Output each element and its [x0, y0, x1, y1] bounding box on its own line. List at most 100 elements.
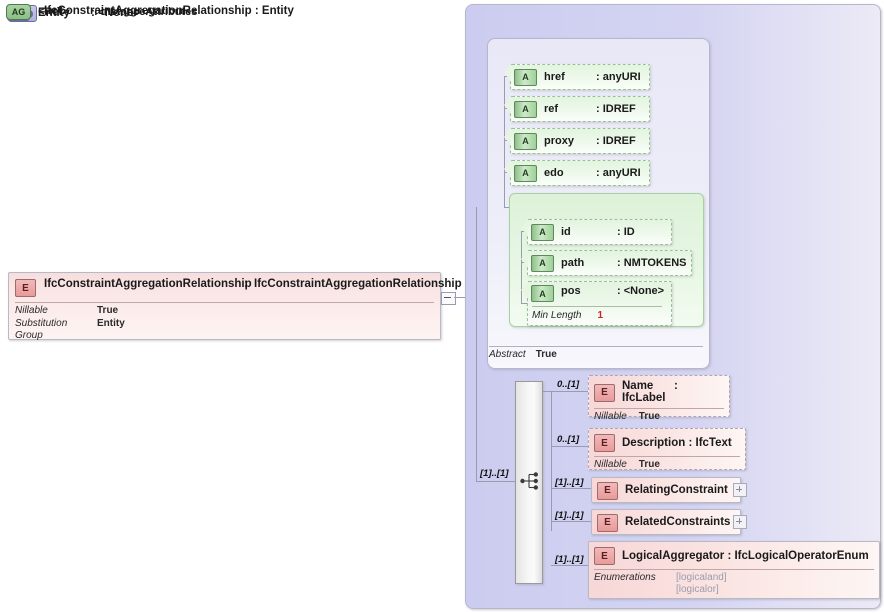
attribute-nose-icon — [504, 65, 511, 81]
attribute-badge-icon: A — [514, 164, 537, 182]
attribute-type: NMTOKENS — [623, 257, 687, 269]
element-badge-icon: E — [594, 547, 615, 565]
expand-button-relatingconstraint[interactable] — [733, 483, 747, 497]
connector-line — [454, 297, 465, 298]
attribute-type: ID — [623, 226, 635, 238]
element-name: Name — [622, 380, 654, 392]
expand-button-relatedconstraints[interactable] — [733, 515, 747, 529]
element-box-relatedconstraints[interactable]: E RelatedConstraints — [591, 509, 741, 535]
attribute-row-path[interactable]: A path: NMTOKENS — [521, 250, 692, 276]
attribute-separator: : — [617, 226, 621, 238]
model-group-trunk-line — [476, 207, 477, 482]
enumerations-values: [logicaland] [logicalor] — [676, 572, 727, 596]
attribute-nose-icon — [521, 282, 528, 298]
attribute-name: path — [561, 257, 585, 269]
sequence-icon — [520, 472, 538, 490]
branch-line-logicalaggregator — [551, 565, 588, 566]
attribute-nose-icon — [504, 129, 511, 145]
element-title: LogicalAggregator : IfcLogicalOperatorEn… — [622, 550, 869, 562]
cardinality-description: 0..[1] — [557, 434, 580, 445]
attribute-type: IDREF — [602, 103, 636, 115]
divider — [594, 408, 724, 409]
property-key-nillable: Nillable — [594, 459, 627, 470]
complextype-separator: : — [254, 5, 259, 17]
attribute-row-ref[interactable]: A ref: IDREF — [504, 96, 650, 122]
property-value-nillable: True — [638, 411, 660, 422]
attribute-label: edo: anyURI — [544, 167, 641, 179]
element-title: RelatingConstraint — [625, 484, 728, 496]
element-type: IfcLogicalOperatorEnum — [734, 549, 869, 562]
attribute-row-href[interactable]: A href: anyURI — [504, 64, 650, 90]
attribute-separator: : — [596, 135, 600, 147]
property-key-substitution-group: Substitution Group — [15, 318, 68, 341]
attribute-separator: : — [596, 167, 600, 179]
attribute-name: href — [544, 71, 565, 83]
element-header: E Name: IfcLabel — [589, 376, 729, 407]
enumeration-value: [logicaland] — [676, 572, 727, 583]
enumerations-key: Enumerations — [594, 572, 656, 583]
element-badge-icon: E — [15, 279, 36, 297]
tree-line-attrgroup — [504, 207, 512, 208]
attribute-type: anyURI — [602, 167, 641, 179]
attribute-row-proxy[interactable]: A proxy: IDREF — [504, 128, 650, 154]
entity-type: <None> — [98, 7, 141, 19]
property-key-nillable: Nillable — [594, 411, 627, 422]
property-value-nillable: True — [638, 459, 660, 470]
root-element-box[interactable]: E IfcConstraintAggregationRelationship :… — [8, 272, 462, 342]
complextype-title: IfcConstraintAggregationRelationship : E… — [44, 5, 294, 18]
attribute-type: IDREF — [602, 135, 636, 147]
divider — [594, 456, 740, 457]
attribute-row-edo[interactable]: A edo: anyURI — [504, 160, 650, 186]
attribute-row-id[interactable]: A id: ID — [521, 219, 672, 245]
element-properties: Nillable True — [589, 457, 745, 471]
root-element-type: IfcConstraintAggregationRelationship — [254, 278, 462, 290]
root-element-properties: Nillable True Substitution Group Entity — [9, 303, 440, 342]
attributegroup-badge-icon: AG — [6, 4, 31, 20]
root-element-separator: : — [244, 278, 248, 290]
tree-line-vertical-ag — [521, 231, 522, 304]
element-box-logicalaggregator[interactable]: E LogicalAggregator : IfcLogicalOperator… — [588, 541, 880, 599]
attribute-badge-icon: A — [531, 254, 554, 272]
tree-line-pos — [521, 303, 529, 304]
enumeration-value: [logicalor] — [676, 584, 719, 595]
element-badge-icon: E — [597, 513, 618, 532]
element-header: E RelatingConstraint — [592, 481, 733, 500]
property-value-substitution-group: Entity — [97, 318, 125, 329]
element-properties: Nillable True — [589, 409, 729, 423]
attribute-label: id: ID — [561, 226, 635, 238]
cardinality-relatedconstraints: [1]..[1] — [555, 510, 584, 521]
entity-title: Entity: <None> — [38, 7, 140, 19]
branch-line-relatingconstraint — [551, 488, 591, 489]
divider — [594, 569, 874, 570]
element-title: RelatedConstraints — [625, 516, 730, 528]
attribute-group-separator: : — [94, 6, 98, 18]
attribute-name: edo — [544, 167, 564, 179]
element-header: E Description : IfcText — [589, 429, 745, 455]
attribute-label: pos: <None> — [561, 285, 664, 297]
attribute-nose-icon — [521, 220, 528, 236]
element-type: IfcLabel — [622, 392, 666, 404]
element-name: RelatingConstraint — [625, 484, 728, 496]
facet-value: 1 — [597, 310, 604, 321]
connector-to-sequence — [476, 481, 515, 482]
property-value-nillable: True — [97, 305, 119, 316]
attribute-separator: : — [617, 257, 621, 269]
attribute-nose-icon — [504, 161, 511, 177]
attribute-group-header: AG <Ref>: instanceAttributes — [6, 4, 197, 20]
element-separator: : — [688, 436, 693, 449]
facet-min-length: Min Length 1 — [532, 310, 603, 321]
attribute-group-name: <Ref> — [38, 6, 69, 18]
element-title: Description : IfcText — [622, 437, 732, 449]
element-box-name[interactable]: E Name: IfcLabel Nillable True — [588, 375, 730, 422]
root-element-header: E IfcConstraintAggregationRelationship :… — [9, 273, 462, 300]
facet-key: Min Length — [532, 310, 582, 321]
divider — [532, 306, 662, 307]
element-box-relatingconstraint[interactable]: E RelatingConstraint — [591, 477, 741, 503]
attribute-name: pos — [561, 285, 581, 297]
attribute-row-pos[interactable]: A pos: <None> — [521, 281, 672, 326]
collapse-toggle-button[interactable] — [441, 292, 456, 305]
entity-name: Entity — [38, 7, 70, 19]
branch-line-relatedconstraints — [551, 521, 591, 522]
element-box-description[interactable]: E Description : IfcText Nillable True — [588, 428, 746, 470]
attribute-label: ref: IDREF — [544, 103, 636, 115]
